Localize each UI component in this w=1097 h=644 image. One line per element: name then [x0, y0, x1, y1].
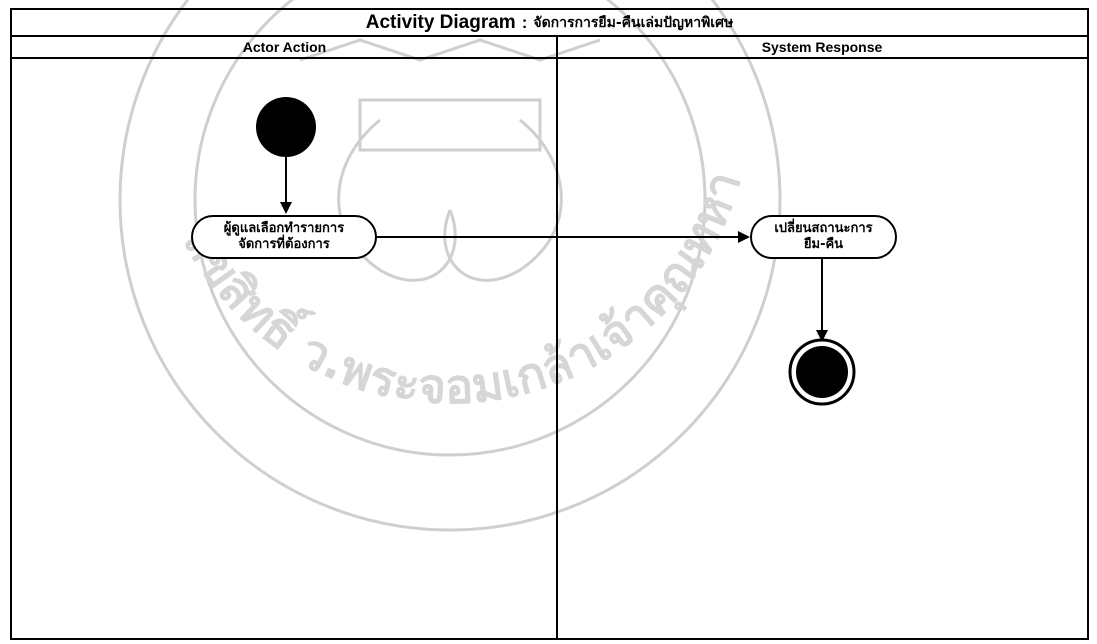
lane-divider	[556, 37, 558, 638]
lane-header-system-response: System Response	[557, 37, 1087, 59]
diagram-title-bar: Activity Diagram : จัดการการยืม-คืนเล่มป…	[12, 10, 1087, 37]
action-label-select-transaction: ผู้ดูแลเลือกทำรายการ จัดการที่ต้องการ	[192, 221, 376, 253]
action-label-line-1: ผู้ดูแลเลือกทำรายการ	[223, 221, 345, 236]
watermark-crown	[299, 38, 601, 62]
action-label-line-2: จัดการที่ต้องการ	[238, 237, 330, 252]
watermark-ornament-left	[337, 118, 457, 282]
final-node-inner	[796, 346, 848, 398]
action-node-change-status	[750, 215, 897, 259]
action-label-change-status: เปลี่ยนสถานะการ ยืม-คืน	[751, 221, 896, 253]
watermark-ornament-right	[443, 118, 563, 282]
initial-node	[256, 97, 316, 157]
watermark-inner-ring	[193, 0, 707, 457]
diagram-frame: Activity Diagram : จัดการการยืม-คืนเล่มป…	[10, 8, 1089, 640]
system-label-line-2: ยืม-คืน	[803, 237, 844, 252]
watermark-crest	[358, 98, 542, 152]
lane-header-actor-action: Actor Action	[12, 37, 557, 59]
system-label-line-1: เปลี่ยนสถานะการ	[774, 221, 873, 236]
title-separator: :	[521, 12, 528, 32]
diagram-title: Activity Diagram	[365, 11, 516, 33]
diagram-subtitle: จัดการการยืม-คืนเล่มปัญหาพิเศษ	[533, 14, 734, 31]
watermark-outer-ring	[118, 0, 782, 532]
